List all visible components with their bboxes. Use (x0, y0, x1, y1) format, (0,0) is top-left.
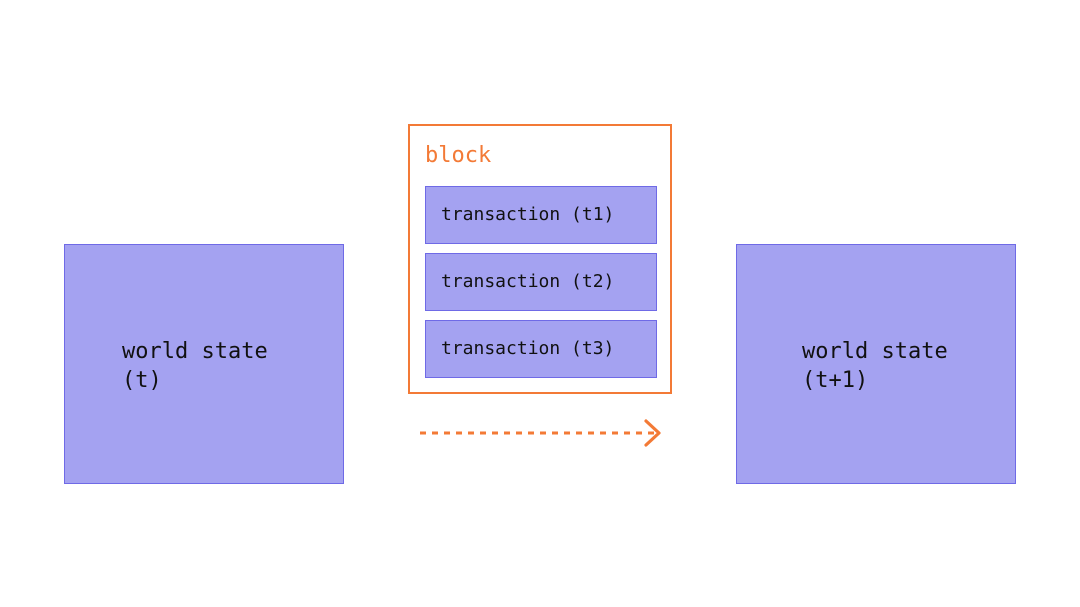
world-state-t-plus-1-line1: world state (802, 339, 948, 364)
world-state-t-box: world state (t) (64, 244, 344, 484)
transaction-box-t2: transaction (t2) (425, 253, 657, 311)
block-title: block (425, 143, 492, 168)
transaction-label-t3: transaction (t3) (441, 338, 615, 359)
transaction-box-t1: transaction (t1) (425, 186, 657, 244)
transaction-label-t1: transaction (t1) (441, 204, 615, 225)
block-container: block transaction (t1) transaction (t2) … (408, 124, 672, 394)
world-state-t-line2: (t) (122, 368, 162, 393)
world-state-t-plus-1-line2: (t+1) (802, 368, 869, 393)
world-state-t-line1: world state (122, 339, 268, 364)
dashed-right-arrow-icon (420, 419, 661, 447)
transaction-box-t3: transaction (t3) (425, 320, 657, 378)
arrow-head (644, 419, 661, 447)
world-state-t-label: world state (t) (122, 337, 268, 395)
world-state-t-plus-1-label: world state (t+1) (802, 337, 948, 395)
world-state-t-plus-1-box: world state (t+1) (736, 244, 1016, 484)
transaction-label-t2: transaction (t2) (441, 271, 615, 292)
